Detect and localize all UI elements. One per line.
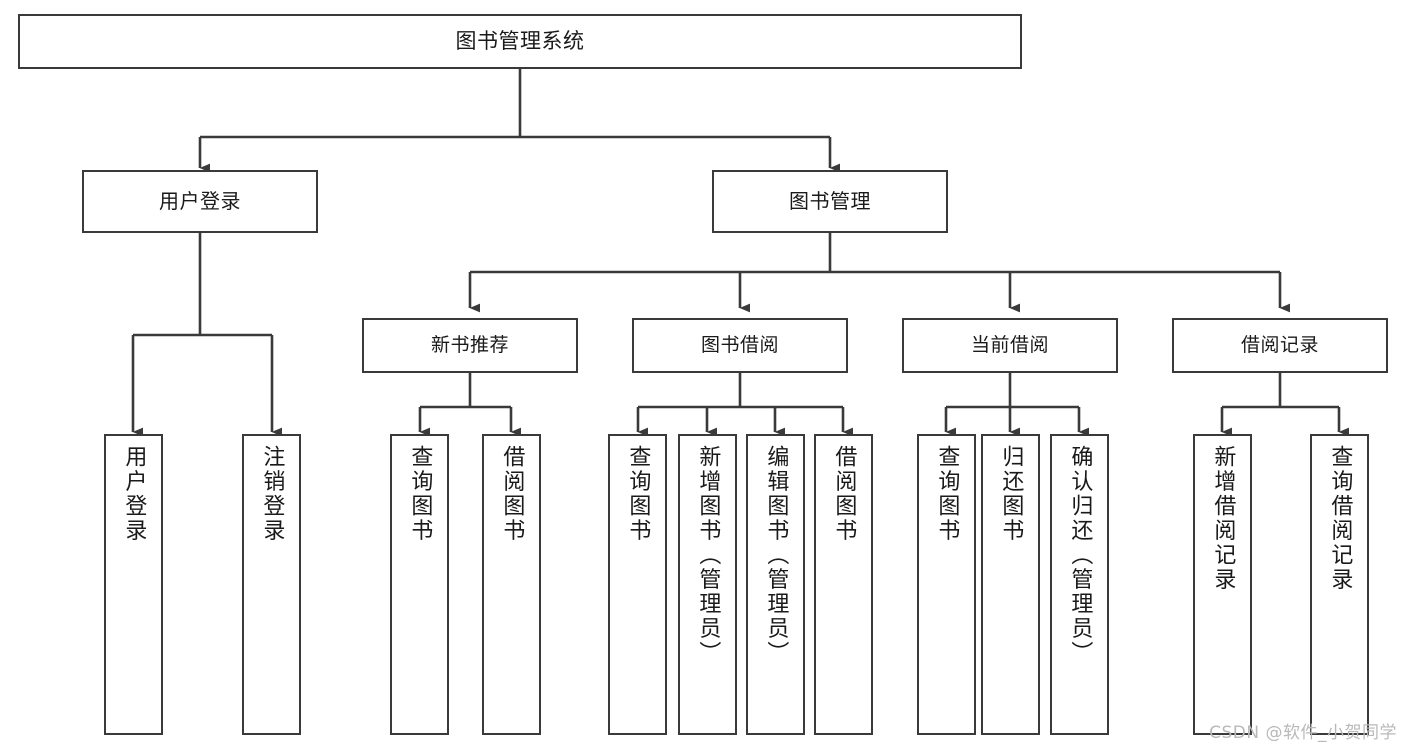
node-root-system-label: 图书管理系统 bbox=[455, 29, 585, 54]
node-group-book-borrow[interactable]: 图书借阅 bbox=[632, 318, 848, 373]
node-group-new-book[interactable]: 新书推荐 bbox=[362, 318, 578, 373]
node-leaf-newbook-query[interactable]: 查询图书 bbox=[390, 434, 449, 735]
node-leaf-user-logout-label: 注销登录 bbox=[259, 445, 285, 543]
node-module-user-login[interactable]: 用户登录 bbox=[82, 170, 318, 233]
node-module-book-management-label: 图书管理 bbox=[789, 189, 871, 213]
node-leaf-borrow-query-label: 查询图书 bbox=[625, 445, 651, 543]
node-module-user-login-label: 用户登录 bbox=[159, 189, 241, 213]
node-leaf-borrow-add-book-label: 新增图书（管理员） bbox=[695, 445, 721, 666]
node-leaf-user-logout[interactable]: 注销登录 bbox=[242, 434, 301, 735]
node-leaf-newbook-query-label: 查询图书 bbox=[407, 445, 433, 543]
node-group-borrow-record[interactable]: 借阅记录 bbox=[1172, 318, 1388, 373]
node-leaf-user-login-label: 用户登录 bbox=[121, 445, 147, 543]
node-leaf-record-add-label: 新增借阅记录 bbox=[1210, 445, 1236, 592]
node-leaf-borrow-edit-book[interactable]: 编辑图书（管理员） bbox=[746, 434, 805, 735]
node-leaf-current-return-label: 归还图书 bbox=[998, 445, 1024, 543]
node-group-new-book-label: 新书推荐 bbox=[430, 333, 509, 356]
node-leaf-borrow-edit-book-label: 编辑图书（管理员） bbox=[763, 445, 789, 666]
node-leaf-borrow-do-borrow-label: 借阅图书 bbox=[831, 445, 857, 543]
node-leaf-current-confirm-return[interactable]: 确认归还（管理员） bbox=[1050, 434, 1109, 735]
node-module-book-management[interactable]: 图书管理 bbox=[712, 170, 948, 233]
node-group-current-borrow[interactable]: 当前借阅 bbox=[902, 318, 1118, 373]
node-leaf-user-login[interactable]: 用户登录 bbox=[104, 434, 163, 735]
node-leaf-record-add[interactable]: 新增借阅记录 bbox=[1193, 434, 1252, 735]
node-leaf-current-query[interactable]: 查询图书 bbox=[917, 434, 976, 735]
node-leaf-newbook-borrow-label: 借阅图书 bbox=[499, 445, 525, 543]
node-group-current-borrow-label: 当前借阅 bbox=[970, 333, 1049, 356]
node-group-borrow-record-label: 借阅记录 bbox=[1240, 333, 1319, 356]
node-leaf-borrow-query[interactable]: 查询图书 bbox=[608, 434, 667, 735]
node-leaf-current-confirm-return-label: 确认归还（管理员） bbox=[1067, 445, 1093, 666]
node-leaf-borrow-add-book[interactable]: 新增图书（管理员） bbox=[678, 434, 737, 735]
node-leaf-record-query-label: 查询借阅记录 bbox=[1327, 445, 1353, 592]
node-leaf-current-return[interactable]: 归还图书 bbox=[981, 434, 1040, 735]
node-leaf-newbook-borrow[interactable]: 借阅图书 bbox=[482, 434, 541, 735]
node-group-book-borrow-label: 图书借阅 bbox=[700, 333, 779, 356]
node-leaf-current-query-label: 查询图书 bbox=[934, 445, 960, 543]
node-root-system[interactable]: 图书管理系统 bbox=[18, 14, 1022, 69]
node-leaf-record-query[interactable]: 查询借阅记录 bbox=[1310, 434, 1369, 735]
node-leaf-borrow-do-borrow[interactable]: 借阅图书 bbox=[814, 434, 873, 735]
